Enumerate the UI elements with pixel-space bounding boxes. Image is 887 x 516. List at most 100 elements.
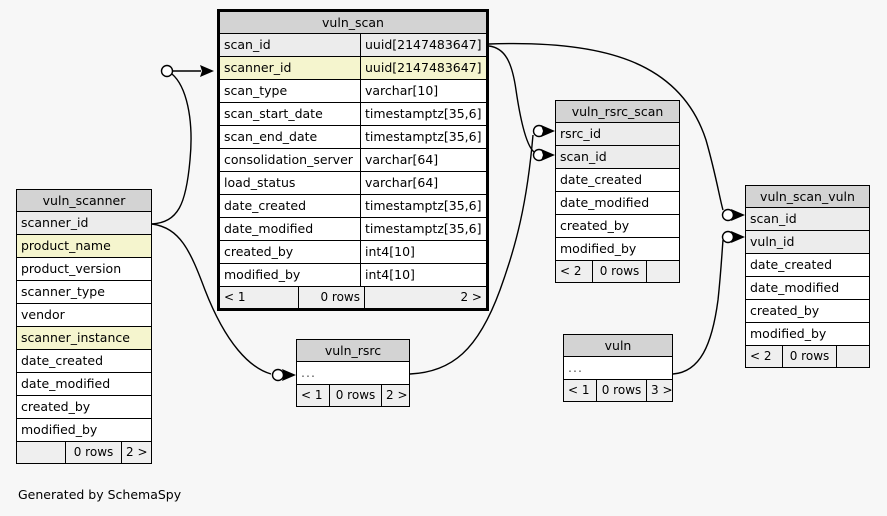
table-footer: < 1 0 rows 3 > bbox=[564, 380, 672, 401]
table-row[interactable]: scanner_instance bbox=[17, 327, 151, 350]
column-name: created_by bbox=[750, 303, 820, 318]
footer-next-page[interactable]: 2 > bbox=[364, 287, 486, 308]
table-row[interactable]: modified_by bbox=[556, 238, 679, 261]
column-type: timestamptz[35,6] bbox=[360, 195, 486, 217]
table-row[interactable]: scan_id uuid[2147483647] bbox=[220, 34, 486, 57]
table-title: vuln_scanner bbox=[17, 190, 151, 212]
table-footer: 0 rows 2 > bbox=[17, 442, 151, 463]
edge-vuln-to-vuln_scan_vuln bbox=[672, 230, 745, 375]
column-name: scan_end_date bbox=[224, 129, 318, 144]
table-row[interactable]: product_name bbox=[17, 235, 151, 258]
table-row[interactable]: rsrc_id bbox=[556, 123, 679, 146]
footer-prev-page[interactable]: < 2 bbox=[750, 349, 772, 363]
table-footer: < 2 0 rows bbox=[746, 346, 869, 367]
edge-vuln_scan-to-vuln_rsrc_scan bbox=[488, 45, 555, 162]
table-row[interactable]: vendor bbox=[17, 304, 151, 327]
table-row[interactable]: scanner_id uuid[2147483647] bbox=[220, 57, 486, 80]
column-type: varchar[64] bbox=[360, 149, 486, 171]
table-row[interactable]: scan_start_date timestamptz[35,6] bbox=[220, 103, 486, 126]
footer-next-page[interactable] bbox=[836, 346, 869, 367]
column-type: uuid[2147483647] bbox=[360, 57, 486, 79]
table-vuln_rsrc[interactable]: vuln_rsrc ... < 1 0 rows 2 > bbox=[296, 339, 410, 407]
column-name: date_created bbox=[21, 353, 104, 368]
footer-next-page[interactable]: 3 > bbox=[646, 380, 672, 401]
table-row[interactable]: created_by int4[10] bbox=[220, 241, 486, 264]
column-name: created_by bbox=[560, 218, 630, 233]
column-name: scanner_type bbox=[21, 284, 105, 299]
table-vuln[interactable]: vuln ... < 1 0 rows 3 > bbox=[563, 334, 673, 402]
table-row[interactable]: product_version bbox=[17, 258, 151, 281]
footer-prev-page[interactable]: < 1 bbox=[301, 388, 323, 402]
column-name: product_name bbox=[21, 238, 111, 253]
table-vuln_scan[interactable]: vuln_scan scan_id uuid[2147483647] scann… bbox=[217, 9, 489, 311]
table-title: vuln_scan_vuln bbox=[746, 186, 869, 208]
table-vuln_scanner[interactable]: vuln_scanner scanner_id product_name pro… bbox=[16, 189, 152, 464]
table-row[interactable]: date_created bbox=[746, 254, 869, 277]
table-row[interactable]: created_by bbox=[17, 396, 151, 419]
column-type: varchar[10] bbox=[360, 80, 486, 102]
footer-prev-page[interactable]: < 1 bbox=[568, 383, 590, 397]
column-type: int4[10] bbox=[360, 241, 486, 263]
table-title: vuln bbox=[564, 335, 672, 357]
table-row[interactable]: date_created bbox=[17, 350, 151, 373]
table-row[interactable]: date_modified bbox=[556, 192, 679, 215]
table-row[interactable]: ... bbox=[297, 362, 409, 385]
table-footer: < 1 0 rows 2 > bbox=[220, 287, 486, 308]
table-row[interactable]: scanner_id bbox=[17, 212, 151, 235]
footer-prev-page[interactable] bbox=[17, 442, 65, 463]
table-row[interactable]: date_modified bbox=[746, 277, 869, 300]
column-name: scanner_id bbox=[21, 215, 89, 230]
table-row[interactable]: scanner_type bbox=[17, 281, 151, 304]
column-name: scan_type bbox=[224, 83, 288, 98]
table-row[interactable]: consolidation_server varchar[64] bbox=[220, 149, 486, 172]
footer-row-count: 0 rows bbox=[65, 442, 121, 463]
column-name: created_by bbox=[21, 399, 91, 414]
column-type: int4[10] bbox=[360, 264, 486, 286]
column-type: timestamptz[35,6] bbox=[360, 126, 486, 148]
footer-next-page[interactable]: 2 > bbox=[381, 385, 409, 406]
column-name: modified_by bbox=[560, 241, 637, 256]
table-row[interactable]: ... bbox=[564, 357, 672, 380]
table-title: vuln_scan bbox=[220, 12, 486, 34]
table-row[interactable]: scan_type varchar[10] bbox=[220, 80, 486, 103]
column-name: date_modified bbox=[224, 221, 314, 236]
table-row[interactable]: scan_id bbox=[746, 208, 869, 231]
column-name: vendor bbox=[21, 307, 65, 322]
table-row[interactable]: date_created bbox=[556, 169, 679, 192]
table-footer: < 1 0 rows 2 > bbox=[297, 385, 409, 406]
table-row[interactable]: date_modified timestamptz[35,6] bbox=[220, 218, 486, 241]
table-row[interactable]: date_created timestamptz[35,6] bbox=[220, 195, 486, 218]
table-row[interactable]: date_modified bbox=[17, 373, 151, 396]
table-vuln_scan_vuln[interactable]: vuln_scan_vuln scan_id vuln_id date_crea… bbox=[745, 185, 870, 368]
column-name: scan_id bbox=[560, 149, 607, 164]
column-name: scan_id bbox=[224, 37, 271, 52]
column-type: timestamptz[35,6] bbox=[360, 218, 486, 240]
table-row[interactable]: modified_by bbox=[17, 419, 151, 442]
column-name: scanner_id bbox=[224, 60, 292, 75]
footer-next-page[interactable] bbox=[646, 261, 679, 282]
column-type: timestamptz[35,6] bbox=[360, 103, 486, 125]
table-row[interactable]: vuln_id bbox=[746, 231, 869, 254]
footer-prev-page[interactable]: < 1 bbox=[224, 290, 246, 304]
column-name: date_created bbox=[224, 198, 307, 213]
footer-row-count: 0 rows bbox=[596, 380, 646, 401]
table-row[interactable]: created_by bbox=[556, 215, 679, 238]
table-row[interactable]: modified_by bbox=[746, 323, 869, 346]
table-row[interactable]: scan_id bbox=[556, 146, 679, 169]
table-row[interactable]: created_by bbox=[746, 300, 869, 323]
table-vuln_rsrc_scan[interactable]: vuln_rsrc_scan rsrc_id scan_id date_crea… bbox=[555, 100, 680, 283]
table-title: vuln_rsrc bbox=[297, 340, 409, 362]
column-type: uuid[2147483647] bbox=[360, 34, 486, 56]
table-row[interactable]: scan_end_date timestamptz[35,6] bbox=[220, 126, 486, 149]
column-name: modified_by bbox=[224, 267, 301, 282]
footer-next-page[interactable]: 2 > bbox=[121, 442, 151, 463]
column-name: rsrc_id bbox=[560, 126, 602, 141]
footer-row-count: 0 rows bbox=[782, 346, 836, 367]
table-row[interactable]: modified_by int4[10] bbox=[220, 264, 486, 287]
column-name: vuln_id bbox=[750, 234, 795, 249]
column-name: scanner_instance bbox=[21, 330, 130, 345]
footer-prev-page[interactable]: < 2 bbox=[560, 264, 582, 278]
column-name: created_by bbox=[224, 244, 294, 259]
table-row[interactable]: load_status varchar[64] bbox=[220, 172, 486, 195]
